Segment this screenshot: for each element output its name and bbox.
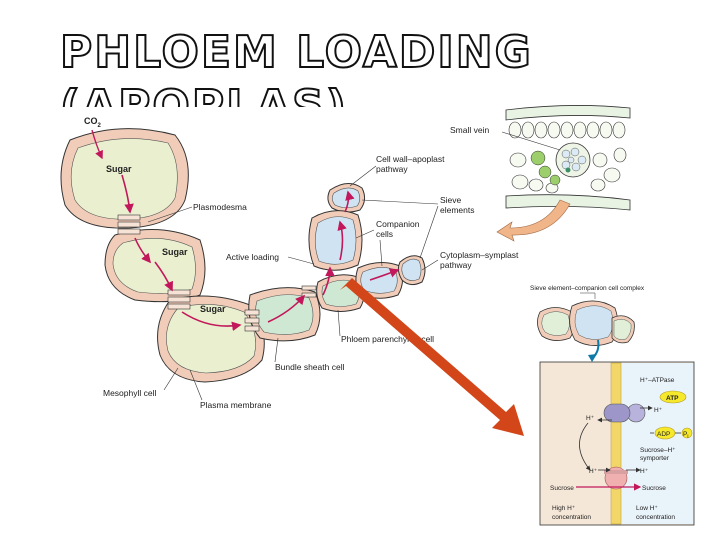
plasma-membrane-label: Plasma membrane <box>200 400 272 410</box>
cytoplasm-symplast-label-2: pathway <box>440 260 472 270</box>
high-h-label-1: High H⁺ <box>552 505 576 512</box>
sugar-label-1: Sugar <box>106 164 132 174</box>
pi-label: Pi <box>683 431 688 440</box>
cell-chain <box>60 128 426 383</box>
sucrose-right-label: Sucrose <box>642 485 666 492</box>
cell-wall-apoplast-label-2: pathway <box>376 164 408 174</box>
zoom-arrow-leaf <box>496 199 571 242</box>
big-orange-arrow <box>340 278 524 436</box>
plasmodesma-label: Plasmodesma <box>193 202 247 212</box>
co2-arrow <box>91 129 103 160</box>
low-h-label-2: concentration <box>636 514 675 521</box>
sieve-companion-complex <box>537 300 635 362</box>
companion-cells-label-1: Companion <box>376 219 420 229</box>
sugar-label-2: Sugar <box>162 247 188 257</box>
high-h-label-2: concentration <box>552 514 591 521</box>
atpase-label: H⁺–ATPase <box>640 377 675 384</box>
title-line-2: (APOPLAS) <box>60 80 348 107</box>
title-line-1: PHLOEM LOADING <box>59 26 533 79</box>
symporter-label-2: symporter <box>640 455 670 462</box>
h-right-bottom-label: H⁺ <box>640 468 649 475</box>
sugar-arrows <box>121 174 400 332</box>
h-left-top-label: H⁺ <box>586 415 595 422</box>
cell-wall-apoplast-label-1: Cell wall–apoplast <box>376 154 445 164</box>
sieve-elements-label-1: Sieve <box>440 195 462 205</box>
adp-label: ADP <box>657 431 670 438</box>
co2-label: CO2 <box>84 116 102 129</box>
complex-label: Sieve element–companion cell complex <box>530 285 645 292</box>
plasmodesmata <box>117 214 317 332</box>
slide-title: PHLOEM LOADING (APOPLAS) <box>59 26 533 107</box>
mesophyll-label: Mesophyll cell <box>103 388 156 398</box>
leaf-cross-section <box>500 100 635 212</box>
bundle-sheath-label: Bundle sheath cell <box>275 362 345 372</box>
cytoplasm-symplast-label-1: Cytoplasm–symplast <box>440 250 519 260</box>
low-h-label-1: Low H⁺ <box>636 505 658 512</box>
symporter-label-1: Sucrose–H⁺ <box>640 447 676 454</box>
atp-label: ATP <box>666 395 679 402</box>
active-loading-label: Active loading <box>226 252 279 262</box>
companion-cells-label-2: cells <box>376 229 393 239</box>
h-left-bottom-label: H⁺ <box>589 468 598 475</box>
sucrose-left-label: Sucrose <box>550 485 574 492</box>
h-right-top-label: H⁺ <box>654 407 663 414</box>
phloem-parenchyma-label: Phloem parenchyma cell <box>341 334 434 344</box>
membrane-transport-inset <box>539 361 695 526</box>
atp-burst <box>659 390 687 404</box>
sieve-elements-label-2: elements <box>440 205 475 215</box>
sugar-label-3: Sugar <box>200 304 226 314</box>
small-vein-label: Small vein <box>450 125 489 135</box>
